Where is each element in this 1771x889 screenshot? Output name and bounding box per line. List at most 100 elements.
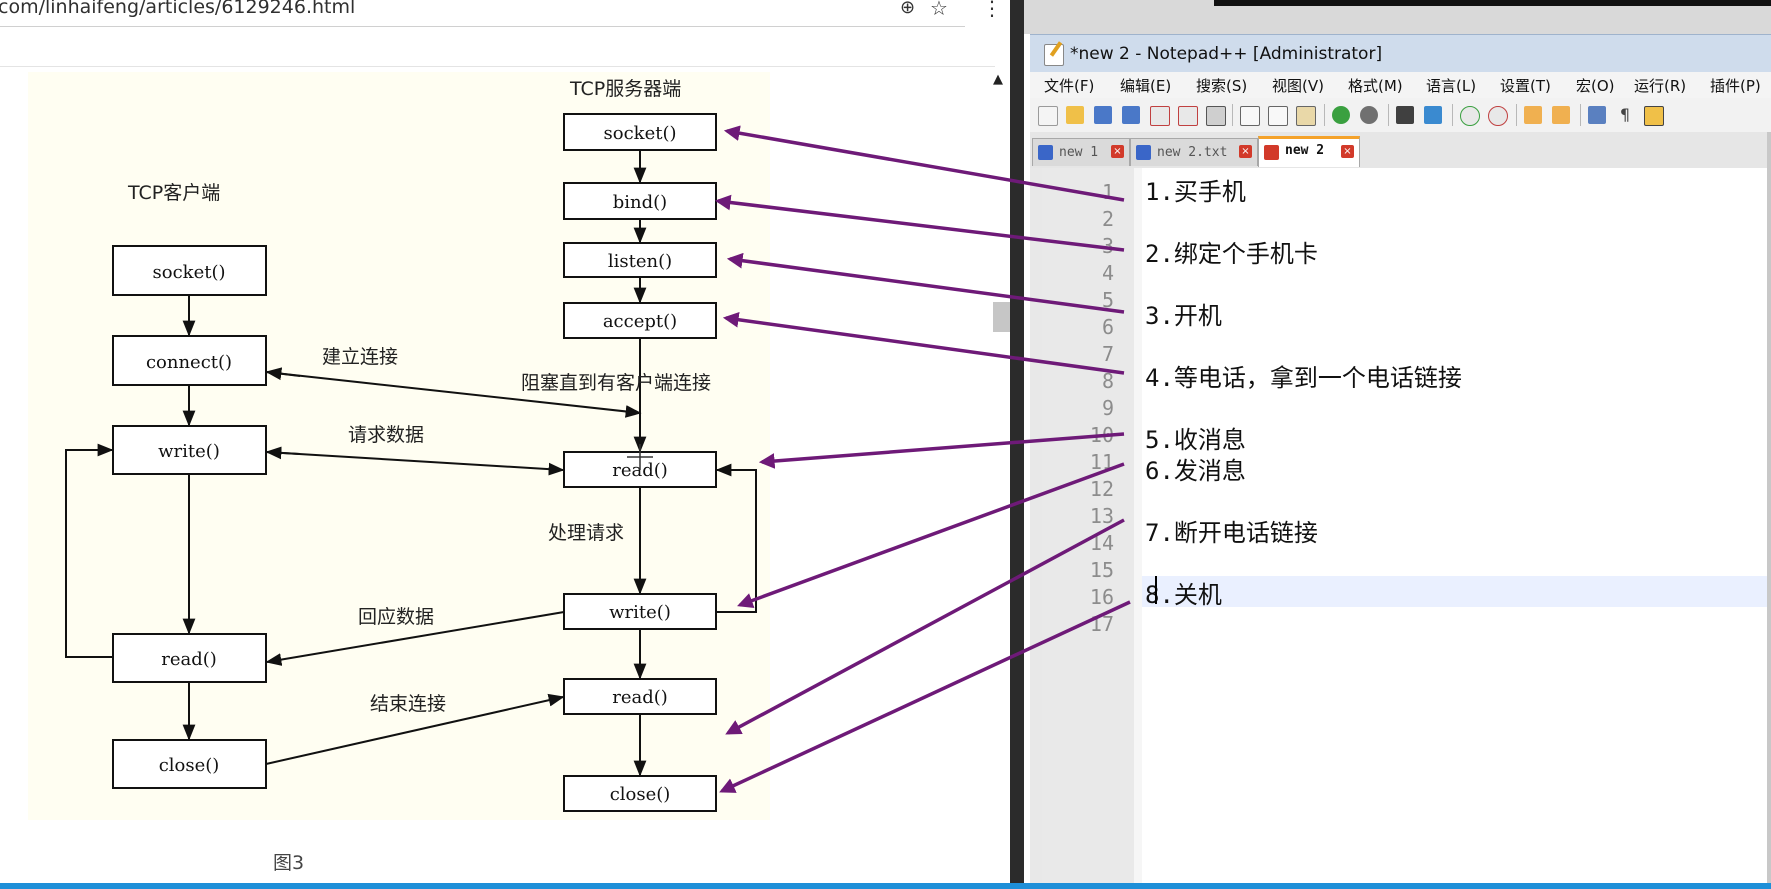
new-file-icon[interactable] bbox=[1038, 106, 1058, 126]
label-end: 结束连接 bbox=[370, 693, 446, 715]
client-socket-box bbox=[112, 245, 267, 296]
file-unsaved-icon bbox=[1264, 145, 1279, 160]
word-wrap-icon[interactable] bbox=[1588, 106, 1606, 124]
menu-file[interactable]: 文件(F) bbox=[1044, 77, 1095, 95]
toolbar-separator bbox=[1324, 104, 1325, 126]
line-number: 10 bbox=[1089, 423, 1114, 447]
menu-format[interactable]: 格式(M) bbox=[1348, 77, 1403, 95]
server-bind-label: bind() bbox=[613, 192, 667, 213]
connect-arrow bbox=[265, 371, 642, 418]
close-all-icon[interactable] bbox=[1178, 106, 1198, 126]
editor-line[interactable]: 7.断开电话链接 bbox=[1145, 519, 1318, 547]
browser-window: com/linhaifeng/articles/6129246.html ⊕ ☆… bbox=[0, 0, 1010, 874]
open-file-icon[interactable] bbox=[1066, 106, 1084, 124]
end-arrow bbox=[265, 693, 565, 765]
editor-line[interactable]: 4.等电话，拿到一个电话链接 bbox=[1145, 364, 1462, 392]
client-read-label: read() bbox=[161, 649, 217, 670]
label-reply: 回应数据 bbox=[358, 606, 434, 628]
server-socket-box bbox=[563, 113, 717, 151]
server-read-label: read() bbox=[612, 460, 668, 481]
sync-vertical-icon[interactable] bbox=[1524, 106, 1542, 124]
save-all-icon[interactable] bbox=[1122, 106, 1140, 124]
tab-label: new 2 bbox=[1285, 143, 1325, 158]
title-bar[interactable]: *new 2 - Notepad++ [Administrator] bbox=[1030, 34, 1771, 73]
menu-macro[interactable]: 宏(O) bbox=[1576, 77, 1615, 95]
line-number: 2 bbox=[1101, 207, 1114, 231]
line-number: 16 bbox=[1089, 585, 1114, 609]
cursor-icon bbox=[627, 444, 653, 470]
editor-area[interactable] bbox=[1030, 168, 1771, 883]
line-number: 9 bbox=[1101, 396, 1114, 420]
zoom-in-icon[interactable] bbox=[1460, 106, 1480, 126]
menu-search[interactable]: 搜索(S) bbox=[1196, 77, 1248, 95]
text-caret bbox=[1155, 576, 1157, 604]
address-bar[interactable]: com/linhaifeng/articles/6129246.html ⊕ ☆… bbox=[0, 0, 1002, 27]
server-accept-box bbox=[563, 302, 717, 339]
request-arrow bbox=[265, 451, 565, 476]
editor-line[interactable]: 5.收消息 bbox=[1145, 426, 1246, 454]
label-request: 请求数据 bbox=[348, 424, 424, 446]
divider bbox=[0, 66, 995, 67]
toolbar-separator bbox=[1232, 104, 1233, 126]
url-text[interactable]: com/linhaifeng/articles/6129246.html bbox=[0, 0, 356, 18]
editor-line[interactable]: 2.绑定个手机卡 bbox=[1145, 240, 1318, 268]
close-icon[interactable]: × bbox=[1111, 145, 1124, 158]
undo-icon[interactable] bbox=[1332, 106, 1350, 124]
editor-line[interactable]: 8.关机 bbox=[1145, 581, 1222, 609]
more-vertical-icon[interactable]: ⋮ bbox=[982, 0, 1002, 20]
notepad-app-icon bbox=[1044, 44, 1064, 66]
zoom-icon[interactable]: ⊕ bbox=[900, 0, 916, 18]
server-accept-label: accept() bbox=[603, 311, 677, 332]
editor-line[interactable]: 6.发消息 bbox=[1145, 457, 1246, 485]
toolbar: ¶ bbox=[1030, 98, 1771, 133]
sync-horizontal-icon[interactable] bbox=[1552, 106, 1570, 124]
tab-new-1[interactable]: new 1 × bbox=[1032, 138, 1130, 166]
line-number: 14 bbox=[1089, 531, 1114, 555]
tcp-flow-diagram: TCP服务器端 TCP客户端 socket() bind() listen() … bbox=[65, 78, 757, 812]
copy-icon[interactable] bbox=[1268, 106, 1288, 126]
menu-run[interactable]: 运行(R) bbox=[1634, 77, 1687, 95]
paste-icon[interactable] bbox=[1296, 106, 1316, 126]
figure-caption: 图3 bbox=[273, 852, 305, 874]
tab-new-2-txt[interactable]: new 2.txt × bbox=[1130, 138, 1258, 166]
menu-plugins[interactable]: 插件(P) bbox=[1710, 77, 1761, 95]
client-connect-label: connect() bbox=[146, 352, 232, 373]
redo-icon[interactable] bbox=[1360, 106, 1378, 124]
window-divider bbox=[1010, 0, 1024, 889]
show-all-characters-icon[interactable]: ¶ bbox=[1616, 106, 1634, 124]
server-title: TCP服务器端 bbox=[569, 78, 681, 100]
scroll-up-icon[interactable]: ▲ bbox=[993, 72, 1003, 87]
print-icon[interactable] bbox=[1206, 106, 1226, 126]
file-saved-icon bbox=[1136, 145, 1151, 160]
editor-line[interactable]: 1.买手机 bbox=[1145, 178, 1246, 206]
taskbar-strip bbox=[0, 883, 1771, 889]
line-number: 6 bbox=[1101, 315, 1114, 339]
tab-label: new 2.txt bbox=[1157, 145, 1228, 160]
cut-icon[interactable] bbox=[1240, 106, 1260, 126]
line-number: 1 bbox=[1101, 180, 1114, 204]
menu-settings[interactable]: 设置(T) bbox=[1500, 77, 1551, 95]
close-file-icon[interactable] bbox=[1150, 106, 1170, 126]
replace-icon[interactable] bbox=[1424, 106, 1442, 124]
editor-line[interactable]: 3.开机 bbox=[1145, 302, 1222, 330]
request-arrow-head bbox=[265, 446, 301, 460]
tab-new-2[interactable]: new 2 × bbox=[1258, 136, 1360, 167]
indent-guide-icon[interactable] bbox=[1644, 106, 1664, 126]
close-icon[interactable]: × bbox=[1341, 145, 1354, 158]
server-loop-arrow bbox=[715, 463, 757, 613]
menu-edit[interactable]: 编辑(E) bbox=[1120, 77, 1172, 95]
menu-view[interactable]: 视图(V) bbox=[1272, 77, 1324, 95]
server-write-label: write() bbox=[609, 602, 671, 623]
close-icon[interactable]: × bbox=[1239, 145, 1252, 158]
label-connect: 建立连接 bbox=[322, 346, 398, 368]
client-loop-arrow bbox=[65, 443, 114, 658]
zoom-out-icon[interactable] bbox=[1488, 106, 1508, 126]
server-listen-box bbox=[563, 242, 717, 278]
menu-language[interactable]: 语言(L) bbox=[1426, 77, 1477, 95]
find-icon[interactable] bbox=[1396, 106, 1414, 124]
server-socket-label: socket() bbox=[604, 123, 677, 144]
vertical-scrollbar[interactable] bbox=[1767, 132, 1771, 883]
save-icon[interactable] bbox=[1094, 106, 1112, 124]
star-icon[interactable]: ☆ bbox=[930, 0, 948, 20]
toolbar-separator bbox=[1516, 104, 1517, 126]
